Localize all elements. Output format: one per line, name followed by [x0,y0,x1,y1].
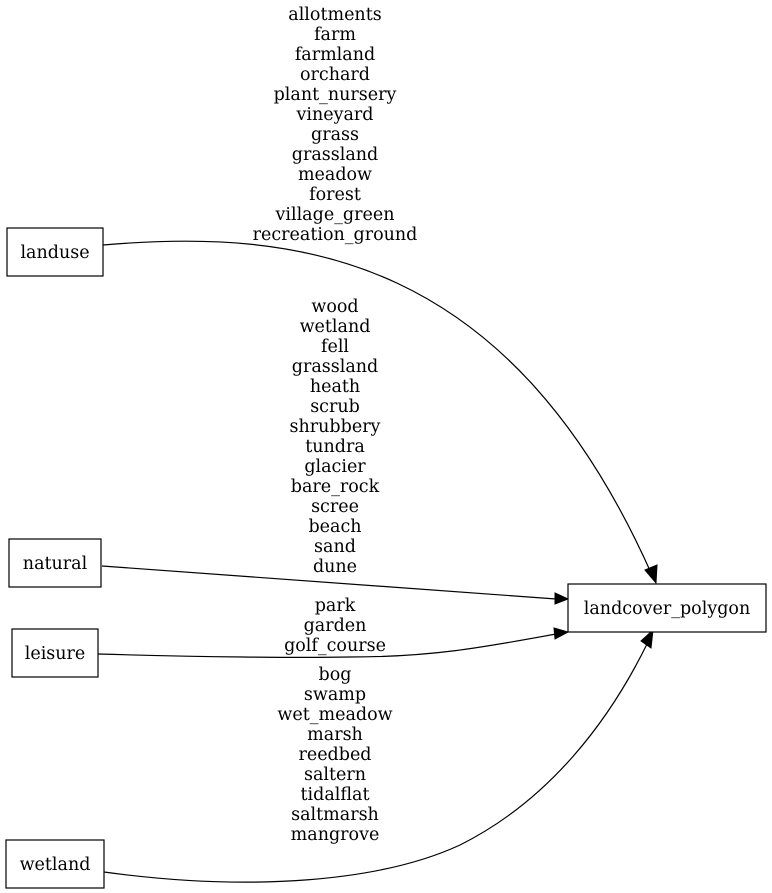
edge-leisure-to-landcover [97,633,557,658]
edge-label-item: heath [310,377,360,397]
edge-label-item: golf_course [284,636,386,656]
edge-wetland-to-landcover [103,641,649,883]
edge-label-item: plant_nursery [274,85,397,105]
edge-label-item: mangrove [291,825,380,845]
edge-label-item: wet_meadow [277,705,392,725]
arrowhead-landuse [644,564,658,585]
edge-label-item: marsh [307,725,363,745]
arrowhead-wetland [640,628,654,649]
node-wetland-box [5,839,105,889]
node-natural: natural [8,538,102,588]
node-wetland-label: wetland [20,855,91,875]
edge-label-item: forest [309,185,361,205]
edge-label-item: wood [311,297,358,317]
edge-label-item: scrub [310,397,360,417]
edge-label-item: dune [313,557,357,577]
node-leisure: leisure [11,628,99,678]
edge-label-item: orchard [300,65,370,85]
edge-label-item: tundra [305,437,365,457]
node-landuse: landuse [6,227,104,277]
edge-label-item: scree [311,497,359,517]
node-leisure-box [11,628,99,678]
node-landuse-label: landuse [20,243,89,263]
node-landuse-box [6,227,104,277]
edge-label-item: wetland [300,317,371,337]
edge-label-item: meadow [298,165,372,185]
edge-label-item: farmland [295,45,375,65]
node-wetland: wetland [5,839,105,889]
edge-label-item: bog [319,665,352,685]
edge-label-item: farm [314,25,356,45]
edge-label-item: saltmarsh [291,805,379,825]
node-natural-label: natural [23,554,88,574]
edge-label-item: beach [308,517,361,537]
edge-natural-to-landcover [101,565,557,600]
edge-label-item: garden [304,616,367,636]
edge-label-item: saltern [304,765,366,785]
node-leisure-label: leisure [25,644,86,664]
edge-label-item: bare_rock [291,477,380,497]
edge-label-item: reedbed [298,745,371,765]
edge-label-item: sand [314,537,356,557]
edge-label-item: grassland [292,145,378,165]
edge-label-item: grassland [292,357,378,377]
edge-label-item: recreation_ground [253,225,418,245]
arrowhead-leisure [553,627,570,640]
edge-label-item: grass [311,125,359,145]
edge-label-wetland: bogswampwet_meadowmarshreedbedsalterntid… [277,665,392,845]
edge-label-item: allotments [288,5,381,25]
edge-landuse-to-landcover [102,240,653,576]
node-natural-box [8,538,102,588]
node-landcover-polygon-label: landcover_polygon [584,599,750,619]
edge-label-item: fell [321,337,349,357]
edge-label-item: shrubbery [290,417,381,437]
node-landcover-polygon: landcover_polygon [567,583,767,633]
arrowhead-natural [554,592,570,605]
edge-label-natural: woodwetlandfellgrasslandheathscrubshrubb… [290,297,381,577]
edge-label-item: glacier [304,457,366,477]
edge-label-item: vineyard [296,105,374,125]
node-landcover-polygon-box [567,583,767,633]
edge-label-item: swamp [304,685,366,705]
edge-label-item: tidalflat [300,785,369,805]
edge-label-item: village_green [275,205,395,225]
edge-label-item: park [315,596,356,616]
edge-label-landuse: allotmentsfarmfarmlandorchardplant_nurse… [253,5,418,245]
